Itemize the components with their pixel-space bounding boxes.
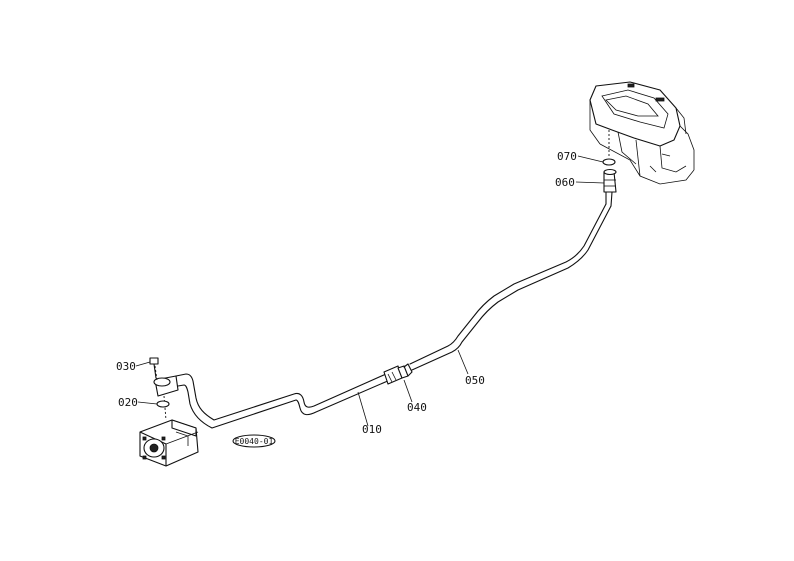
- transmission-housing: [589, 81, 695, 185]
- pipe-050: [409, 203, 612, 371]
- banjo-bolt: [149, 357, 159, 381]
- washer-020: [156, 400, 170, 408]
- reference-stamp: E0040-01: [232, 434, 276, 448]
- hydraulic-pump: [139, 419, 199, 467]
- reference-stamp-text: E0040-01: [235, 437, 274, 446]
- callout-070: 070: [557, 150, 577, 163]
- callout-010: 010: [362, 423, 382, 436]
- o-ring-070: [602, 126, 616, 166]
- callout-060: 060: [555, 176, 575, 189]
- pipe-010: [175, 373, 391, 429]
- leader-lines: [135, 155, 605, 427]
- callout-040: 040: [407, 401, 427, 414]
- callout-030: 030: [116, 360, 136, 373]
- adapter-fitting-060: [603, 168, 617, 207]
- connector-040: [383, 363, 413, 385]
- callout-050: 050: [465, 374, 485, 387]
- callout-020: 020: [118, 396, 138, 409]
- elbow-fitting: [153, 375, 179, 421]
